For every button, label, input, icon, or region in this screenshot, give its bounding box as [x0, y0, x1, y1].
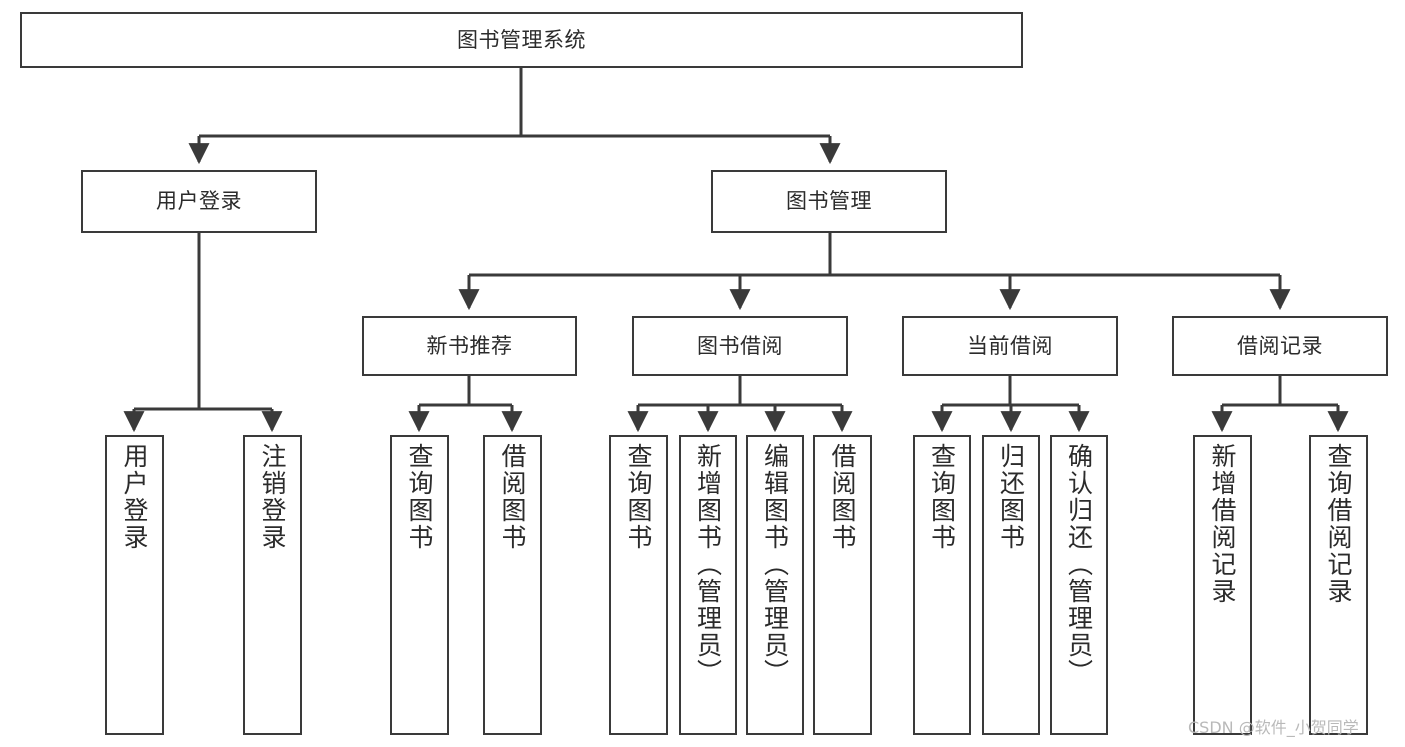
node-leaf-query-record[interactable]: 查询借阅记录: [1309, 435, 1368, 735]
node-leaf-add-book[interactable]: 新增图书（管理员）: [679, 435, 737, 735]
node-leaf-logout[interactable]: 注销登录: [243, 435, 302, 735]
node-leaf-query-book-1[interactable]: 查询图书: [390, 435, 449, 735]
node-current-borrow[interactable]: 当前借阅: [902, 316, 1118, 376]
node-leaf-edit-book[interactable]: 编辑图书（管理员）: [746, 435, 804, 735]
node-leaf-logout-label: 注销登录: [258, 443, 287, 551]
node-leaf-add-book-label: 新增图书（管理员）: [693, 443, 723, 686]
node-book-borrow[interactable]: 图书借阅: [632, 316, 848, 376]
node-new-book-rec-label: 新书推荐: [426, 333, 513, 358]
node-root-label: 图书管理系统: [457, 27, 586, 52]
node-leaf-query-book-3[interactable]: 查询图书: [913, 435, 971, 735]
node-leaf-edit-book-label: 编辑图书（管理员）: [760, 443, 790, 686]
node-user-login[interactable]: 用户登录: [81, 170, 317, 233]
node-leaf-query-record-label: 查询借阅记录: [1324, 443, 1353, 605]
node-borrow-record-label: 借阅记录: [1237, 333, 1323, 358]
node-leaf-query-book-2-label: 查询图书: [624, 443, 653, 551]
node-book-manage-label: 图书管理: [786, 189, 872, 214]
node-leaf-query-book-3-label: 查询图书: [927, 443, 957, 551]
node-leaf-borrow-book-1-label: 借阅图书: [498, 443, 527, 551]
node-leaf-confirm-return-label: 确认归还（管理员）: [1064, 443, 1094, 686]
node-borrow-record[interactable]: 借阅记录: [1172, 316, 1388, 376]
node-book-manage[interactable]: 图书管理: [711, 170, 947, 233]
node-leaf-query-book-2[interactable]: 查询图书: [609, 435, 668, 735]
node-leaf-borrow-book-2[interactable]: 借阅图书: [813, 435, 872, 735]
node-leaf-borrow-book-1[interactable]: 借阅图书: [483, 435, 542, 735]
node-leaf-add-record[interactable]: 新增借阅记录: [1193, 435, 1252, 735]
node-leaf-borrow-book-2-label: 借阅图书: [828, 443, 857, 551]
node-leaf-user-login-label: 用户登录: [120, 443, 149, 551]
node-leaf-query-book-1-label: 查询图书: [405, 443, 434, 551]
node-book-borrow-label: 图书借阅: [697, 333, 783, 358]
csdn-watermark: CSDN @软件_小贺同学: [1188, 718, 1359, 737]
node-leaf-return-book[interactable]: 归还图书: [982, 435, 1040, 735]
node-root[interactable]: 图书管理系统: [20, 12, 1023, 68]
node-user-login-label: 用户登录: [156, 189, 242, 214]
node-leaf-confirm-return[interactable]: 确认归还（管理员）: [1050, 435, 1108, 735]
node-leaf-user-login[interactable]: 用户登录: [105, 435, 164, 735]
node-leaf-return-book-label: 归还图书: [996, 443, 1026, 551]
node-leaf-add-record-label: 新增借阅记录: [1208, 443, 1237, 605]
node-current-borrow-label: 当前借阅: [967, 333, 1053, 358]
node-new-book-rec[interactable]: 新书推荐: [362, 316, 577, 376]
